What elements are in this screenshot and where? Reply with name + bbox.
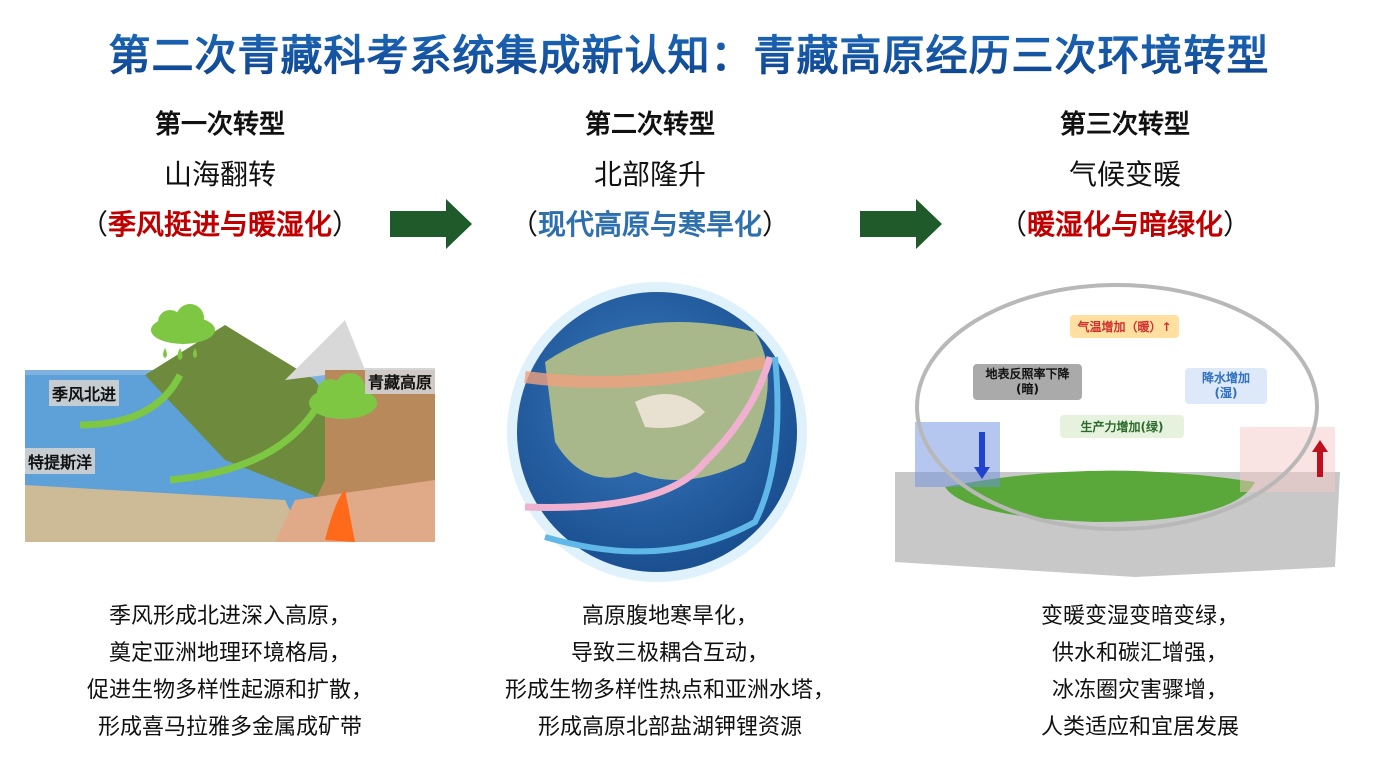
paren-open: （ — [79, 208, 108, 241]
description-line: 形成喜马拉雅多金属成矿带 — [97, 715, 362, 740]
description-line: 人类适应和宜居发展 — [1040, 715, 1239, 740]
globe-illustration — [485, 262, 830, 597]
description-line: 冰冻圈灾害骤增， — [1051, 678, 1228, 703]
climate-feedback-diagram: 气温增加（暖）↑ 地表反照率下降 (暗) 降水增加 (湿) 生产力增加(绿) — [895, 282, 1340, 577]
stage-heading: 第三次转型 — [1059, 110, 1190, 140]
stage-subtitle: 山海翻转 — [163, 158, 276, 191]
description-line: 变暖变湿变暗变绿， — [1040, 604, 1239, 629]
diagram-box-precipitation: 降水增加 (湿) — [1185, 368, 1267, 404]
diagram-box-albedo: 地表反照率下降 (暗) — [973, 364, 1082, 400]
stage-key: （暖湿化与暗绿化） — [945, 200, 1305, 250]
paren-open: （ — [998, 208, 1027, 241]
monsoon-illustration: 季风北进 特提斯洋 青藏高原 — [25, 300, 435, 542]
image-label: 季风北进 — [49, 380, 120, 406]
stage-subtitle: 北部隆升 — [593, 158, 706, 191]
stage-subtitle: 气候变暖 — [1068, 158, 1181, 191]
stage-key-text: 现代高原与寒旱化 — [537, 208, 762, 241]
description-line: 形成生物多样性热点和亚洲水塔， — [504, 678, 835, 703]
stage-2-description: 高原腹地寒旱化， 导致三极耦合互动， 形成生物多样性热点和亚洲水塔， 形成高原北… — [480, 598, 860, 746]
albedo-sub: (暗) — [1016, 382, 1039, 396]
precip-sub: (湿) — [1214, 386, 1238, 400]
stage-1-header: 第一次转型 山海翻转 （季风挺进与暖湿化） — [40, 100, 400, 250]
stage-2-header: 第二次转型 北部隆升 （现代高原与寒旱化） — [470, 100, 830, 250]
diagram-box-productivity: 生产力增加(绿) — [1060, 415, 1184, 438]
description-line: 促进生物多样性起源和扩散， — [86, 678, 373, 703]
image-label: 特提斯洋 — [25, 448, 96, 474]
diagram-box-temperature: 气温增加（暖）↑ — [1070, 315, 1179, 338]
image-label: 青藏高原 — [365, 368, 435, 394]
stage-3-header: 第三次转型 气候变暖 （暖湿化与暗绿化） — [945, 100, 1305, 250]
description-line: 形成高原北部盐湖钾锂资源 — [537, 715, 802, 740]
description-line: 季风形成北进深入高原， — [108, 604, 351, 629]
stage-key: （季风挺进与暖湿化） — [40, 200, 400, 250]
description-line: 奠定亚洲地理环境格局， — [108, 641, 351, 666]
description-line: 供水和碳汇增强， — [1051, 641, 1228, 666]
stage-heading: 第二次转型 — [584, 110, 715, 140]
description-line: 导致三极耦合互动， — [570, 641, 769, 666]
paren-close: ） — [1223, 208, 1252, 241]
paren-open: （ — [509, 208, 538, 241]
stage-key-text: 季风挺进与暖湿化 — [107, 208, 332, 241]
paren-close: ） — [332, 208, 361, 241]
stage-key: （现代高原与寒旱化） — [470, 200, 830, 250]
description-line: 高原腹地寒旱化， — [581, 604, 758, 629]
stage-1-description: 季风形成北进深入高原， 奠定亚洲地理环境格局， 促进生物多样性起源和扩散， 形成… — [40, 598, 420, 746]
arrow-right-icon — [860, 199, 942, 249]
paren-close: ） — [762, 208, 791, 241]
stage-heading: 第一次转型 — [154, 110, 285, 140]
page-title: 第二次青藏科考系统集成新认知：青藏高原经历三次环境转型 — [0, 22, 1378, 83]
arrow-right-icon — [390, 199, 472, 249]
stage-3-description: 变暖变湿变暗变绿， 供水和碳汇增强， 冰冻圈灾害骤增， 人类适应和宜居发展 — [950, 598, 1330, 746]
precip-label: 降水增加 — [1201, 371, 1250, 385]
albedo-label: 地表反照率下降 — [985, 367, 1070, 381]
stage-key-text: 暖湿化与暗绿化 — [1026, 208, 1223, 241]
